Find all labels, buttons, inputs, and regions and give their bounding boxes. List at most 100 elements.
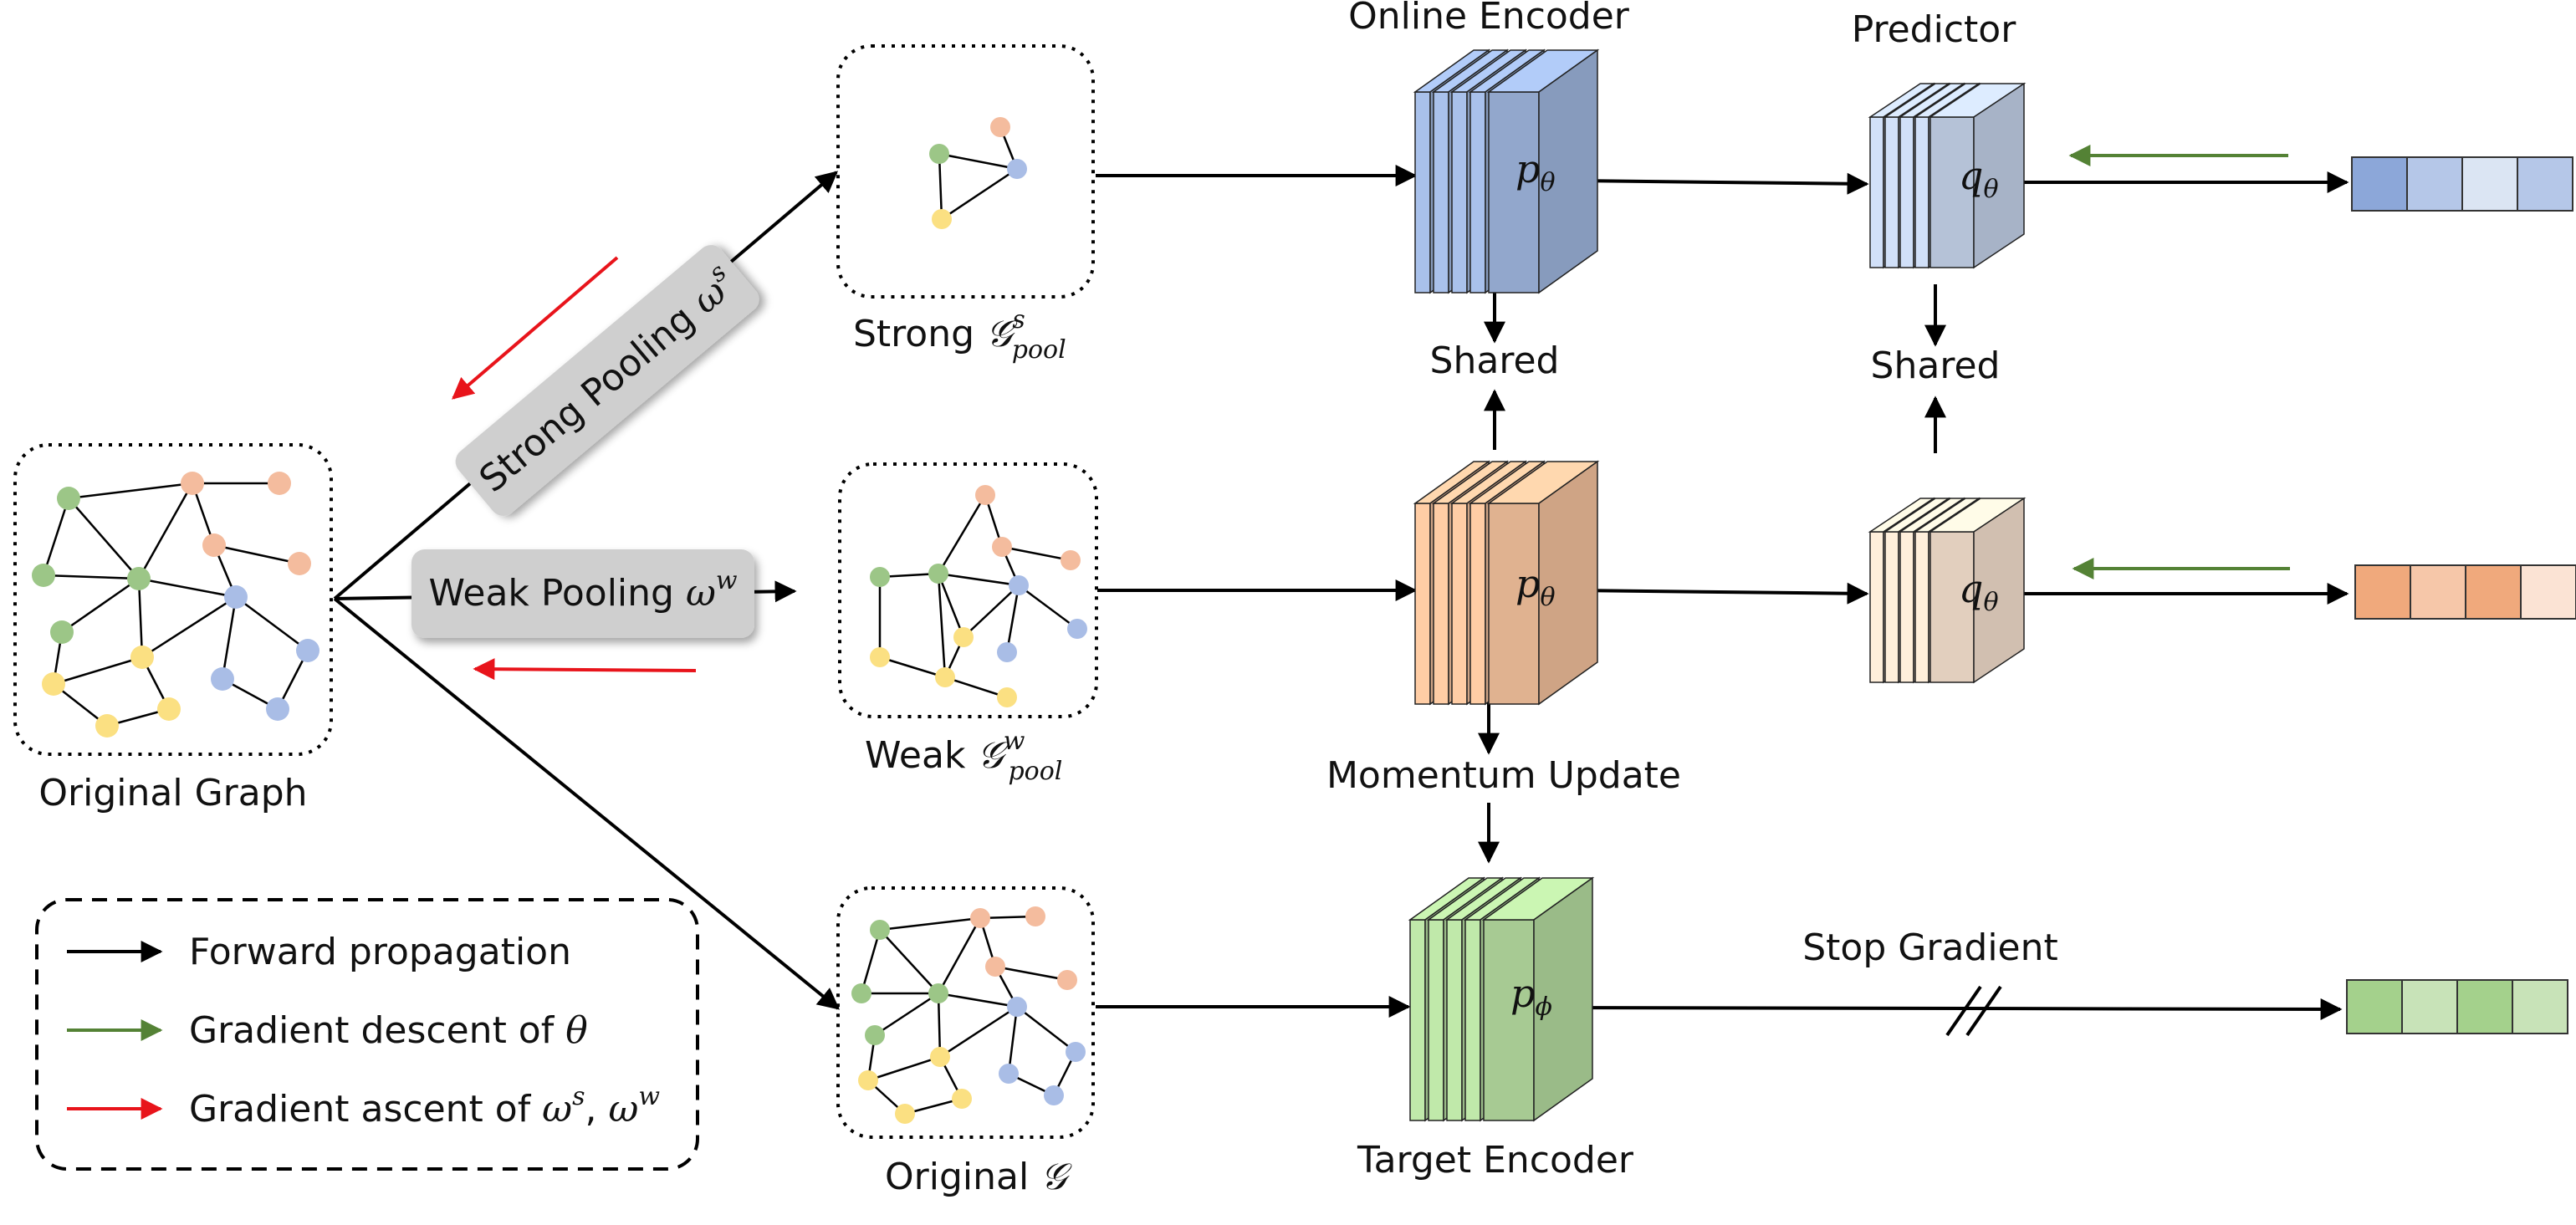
- layer-side: [1538, 48, 1598, 294]
- graph-edge: [53, 656, 143, 686]
- graph-node: [1025, 906, 1045, 926]
- graph-node: [930, 1047, 950, 1067]
- graph-edge: [941, 167, 1018, 221]
- predictor-symbol: qθ: [1959, 153, 1999, 204]
- graph-node: [95, 714, 119, 738]
- graph-node: [296, 639, 319, 662]
- strong-pooling-label: Strong Pooling: [472, 289, 712, 501]
- vector-cell: [2410, 564, 2466, 620]
- vector-cell: [2517, 156, 2573, 212]
- graph-edge: [879, 656, 946, 679]
- layer-side: [1973, 82, 2025, 269]
- graph-node: [999, 1064, 1019, 1084]
- graph-node: [858, 1070, 878, 1090]
- graph-edge: [937, 573, 965, 638]
- original-g-graph-box: [836, 886, 1095, 1139]
- graph-edge: [879, 916, 981, 932]
- strong-pooling-box: Strong Pooling ωs: [455, 244, 759, 517]
- graph-node: [288, 552, 311, 575]
- graph-edge: [68, 482, 193, 500]
- graph-node: [970, 908, 990, 928]
- stop-gradient-label: Stop Gradient: [1802, 926, 2058, 969]
- strong-pooled-graph-network: [929, 117, 1027, 229]
- online-output-vector: [2351, 156, 2573, 212]
- target-encoder-symbol: pϕ: [1510, 971, 1552, 1022]
- graph-node: [32, 564, 55, 587]
- online-encoder-symbol: pθ: [1515, 146, 1556, 197]
- graph-node: [952, 1089, 972, 1109]
- forward-arrows: [333, 165, 2349, 1020]
- graph-edge: [1007, 1006, 1019, 1074]
- graph-node: [1044, 1085, 1064, 1105]
- graph-node: [992, 537, 1012, 557]
- vector-cell: [2465, 564, 2522, 620]
- graph-edge: [937, 494, 987, 574]
- momentum-predictor-block: [1868, 497, 2027, 684]
- layer-front: [1451, 503, 1468, 705]
- graph-node: [57, 487, 80, 510]
- legend-descent: Gradient descent of θ: [189, 1009, 588, 1052]
- graph-node: [1067, 619, 1087, 639]
- online-encoder-mid-symbol: pθ: [1515, 561, 1556, 612]
- graph-node: [50, 620, 74, 644]
- vector-cell: [2520, 564, 2576, 620]
- graph-node: [953, 627, 974, 647]
- graph-edge: [1016, 1006, 1076, 1053]
- vector-cell: [2512, 979, 2568, 1034]
- graph-node: [851, 983, 871, 1003]
- graph-edge: [944, 676, 1008, 699]
- weak-pool-graph-box: [838, 462, 1098, 718]
- graph-edge: [137, 578, 144, 658]
- layer-front: [1914, 531, 1929, 683]
- graph-node: [928, 983, 948, 1003]
- layer-side: [1538, 460, 1598, 706]
- weak-pooled-graph-network: [870, 485, 1087, 707]
- layer-front: [1446, 919, 1463, 1121]
- layer-front: [1869, 116, 1884, 268]
- graph-edge: [938, 992, 1018, 1008]
- shared-label-predictor: Shared: [1871, 345, 2001, 387]
- graph-node: [985, 957, 1005, 977]
- graph-node: [1061, 550, 1081, 570]
- graph-node: [157, 697, 181, 721]
- graph-edge: [867, 1055, 941, 1082]
- graph-node: [870, 647, 890, 667]
- graph-edge: [963, 584, 1020, 638]
- layer-front: [1464, 919, 1481, 1121]
- graph-edge: [879, 929, 939, 994]
- graph-edge: [938, 152, 1018, 171]
- vector-cell: [2456, 979, 2513, 1034]
- momentum-online-encoder-block: [1413, 460, 1600, 706]
- layer-front: [1483, 919, 1535, 1121]
- graph-edge: [874, 992, 939, 1037]
- graph-edge: [1018, 584, 1078, 630]
- graph-node: [895, 1104, 915, 1124]
- graph-node: [870, 567, 890, 587]
- graph-node: [928, 564, 948, 584]
- target-encoder-label: Target Encoder: [1357, 1139, 1634, 1182]
- graph-node: [975, 485, 995, 505]
- graph-node: [870, 920, 890, 940]
- graph-edge: [235, 595, 309, 652]
- graph-node: [1007, 997, 1027, 1017]
- strong-pool-graph-box: [836, 44, 1095, 299]
- predictor-mid-symbol: qθ: [1959, 566, 1999, 617]
- graph-node: [935, 667, 955, 687]
- original-g-label: Original 𝒢: [885, 1156, 1072, 1198]
- svg-text:Strong Pooling ωs: Strong Pooling ωs: [468, 258, 744, 501]
- graph-node: [42, 672, 65, 696]
- graph-node: [1009, 575, 1029, 595]
- graph-node: [181, 472, 204, 495]
- graph-edge: [860, 929, 882, 994]
- vector-cell: [2406, 156, 2463, 212]
- graph-edge: [221, 596, 238, 680]
- shared-label-encoder: Shared: [1430, 339, 1560, 382]
- layer-side: [1533, 876, 1593, 1122]
- graph-edge: [938, 153, 943, 220]
- legend-ascent: Gradient ascent of ωs, ωw: [189, 1082, 660, 1131]
- graph-edge: [68, 498, 140, 579]
- vector-cell: [2354, 564, 2411, 620]
